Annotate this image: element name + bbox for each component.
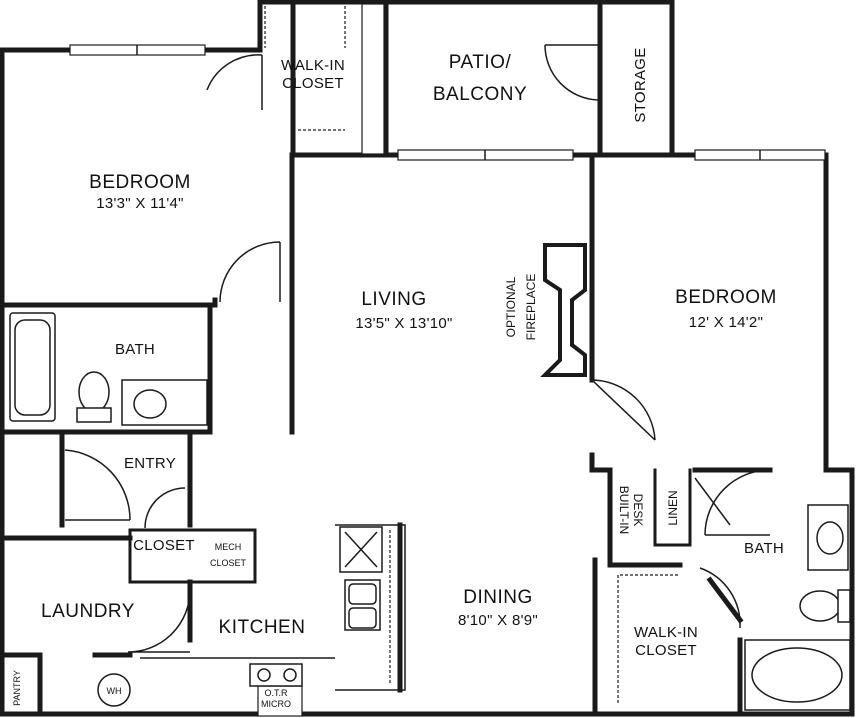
bath-2-label: BATH: [744, 540, 784, 557]
builtin-desk-line1: BUILT-IN: [617, 486, 631, 534]
storage-label: STORAGE: [632, 47, 649, 122]
doors: [64, 44, 771, 653]
room-labels: BEDROOM 13'3" X 11'4" WALK-IN CLOSET PAT…: [12, 47, 784, 709]
walkin-closet-2-line1: WALK-IN: [634, 624, 698, 641]
living-name: LIVING: [361, 289, 426, 310]
dining-name: DINING: [463, 587, 533, 608]
bedroom-2-dims: 12' X 14'2": [689, 314, 763, 331]
fixtures: [9, 6, 851, 711]
mech-closet-line2: CLOSET: [210, 558, 247, 568]
walkin-closet-1-line1: WALK-IN: [281, 57, 345, 74]
dining-dims: 8'10" X 8'9": [458, 612, 538, 629]
bedroom-1-name: BEDROOM: [89, 172, 191, 193]
walkin-closet-2-line2: CLOSET: [635, 642, 697, 659]
bedroom-1-dims: 13'3" X 11'4": [96, 195, 184, 212]
kitchen-label: KITCHEN: [219, 617, 306, 638]
laundry-label: LAUNDRY: [41, 601, 135, 622]
wh-label: WH: [107, 686, 122, 696]
otr-micro-line1: O.T.R: [264, 688, 288, 698]
bath-1-label: BATH: [115, 341, 155, 358]
bedroom-2-name: BEDROOM: [675, 287, 777, 308]
closet-label: CLOSET: [133, 537, 195, 554]
walkin-closet-1-line2: CLOSET: [282, 75, 344, 92]
pantry-label: PANTRY: [12, 670, 22, 706]
windows: [69, 3, 826, 717]
linen-label: LINEN: [666, 490, 680, 525]
toilet-icon: [799, 590, 841, 622]
otr-micro-line2: MICRO: [261, 699, 291, 709]
living-dims: 13'5" X 13'10": [355, 315, 452, 332]
fireplace-line1: OPTIONAL: [504, 276, 518, 337]
patio-line1: PATIO/: [449, 52, 512, 73]
toilet-icon: [78, 371, 110, 413]
mech-closet-line1: MECH: [215, 542, 242, 552]
patio-line2: BALCONY: [433, 84, 527, 105]
water-heater-icon: [97, 673, 131, 707]
builtin-desk-line2: DESK: [631, 494, 645, 527]
entry-label: ENTRY: [124, 455, 176, 472]
fireplace-line2: FIREPLACE: [524, 274, 538, 341]
